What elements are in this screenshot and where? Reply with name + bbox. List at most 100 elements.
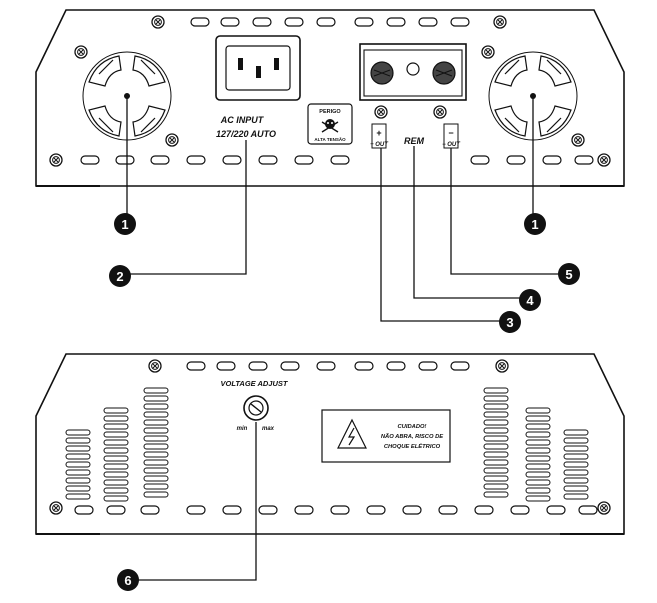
screw-icon — [493, 15, 507, 29]
knob-max-label: max — [262, 426, 275, 432]
top-vent-slots — [186, 361, 470, 371]
vent-slot — [65, 453, 91, 460]
svg-text:4: 4 — [526, 293, 534, 308]
vent-slot — [563, 429, 589, 436]
svg-text:6: 6 — [124, 573, 131, 588]
vent-slot — [483, 427, 509, 434]
heatsink-vents — [65, 387, 589, 502]
vent-slot — [563, 437, 589, 444]
callout-voltage-adjust: 6 — [117, 569, 139, 591]
callout-fan-left: 1 — [114, 213, 136, 235]
vent-slot — [65, 437, 91, 444]
out-negative-label: − − OUT — [442, 123, 461, 149]
vent-slot — [143, 403, 169, 410]
callout-out-negative: 5 — [558, 263, 580, 285]
vent-slot — [103, 431, 129, 438]
vent-slot — [103, 479, 129, 486]
svg-text:CUIDADO!: CUIDADO! — [398, 424, 427, 430]
screw-icon — [49, 153, 63, 167]
vent-slot — [103, 423, 129, 430]
ac-input-range-label: 127/220 AUTO — [216, 129, 276, 139]
high-voltage-icon — [337, 418, 367, 449]
vent-slot — [143, 475, 169, 482]
vent-slot — [563, 469, 589, 476]
vent-slot — [525, 471, 551, 478]
screw-icon — [597, 501, 611, 515]
vent-slot — [103, 455, 129, 462]
screw-icon — [49, 501, 63, 515]
leader-lines-bottom — [138, 422, 257, 581]
vent-slot — [483, 483, 509, 490]
vent-slot — [483, 419, 509, 426]
vent-slot — [103, 407, 129, 414]
screw-icon — [148, 359, 162, 373]
vent-slot — [525, 495, 551, 502]
vent-slot — [525, 407, 551, 414]
danger-title: PERIGO — [319, 109, 341, 115]
vent-slot — [563, 493, 589, 500]
vent-slot — [103, 415, 129, 422]
vent-slot — [483, 411, 509, 418]
vent-slot — [143, 451, 169, 458]
vent-slot — [103, 447, 129, 454]
svg-text:5: 5 — [565, 267, 572, 282]
vent-slot — [143, 427, 169, 434]
vent-slot — [103, 439, 129, 446]
danger-label: PERIGO ALTA TENSÃO — [307, 103, 353, 145]
vent-slot — [525, 415, 551, 422]
vent-slot — [143, 459, 169, 466]
vent-slot — [525, 487, 551, 494]
vent-slot — [143, 419, 169, 426]
svg-text:1: 1 — [531, 217, 538, 232]
vent-slot — [525, 463, 551, 470]
svg-text:+ OUT: + OUT — [370, 142, 389, 148]
vent-slot — [65, 461, 91, 468]
vent-slot — [525, 431, 551, 438]
vent-slot — [483, 403, 509, 410]
vent-slot — [143, 435, 169, 442]
vent-slot — [525, 439, 551, 446]
vent-slot — [563, 477, 589, 484]
callout-out-positive: 3 — [499, 311, 521, 333]
vent-slot — [483, 451, 509, 458]
voltage-adjust-knob[interactable] — [243, 395, 269, 421]
vent-slot — [563, 485, 589, 492]
vent-slot — [563, 461, 589, 468]
vent-slot — [483, 491, 509, 498]
leader-lines-top — [126, 98, 564, 322]
svg-text:3: 3 — [506, 315, 513, 330]
vent-slot — [143, 491, 169, 498]
svg-text:2: 2 — [116, 269, 123, 284]
rem-label: REM — [404, 136, 425, 146]
vent-slot — [143, 395, 169, 402]
svg-text:−: − — [448, 128, 453, 138]
shock-warning-label: CUIDADO! NÃO ABRA, RISCO DE CHOQUE ELÉTR… — [321, 409, 451, 463]
svg-text:+: + — [376, 128, 381, 138]
ac-input-label: AC INPUT — [220, 115, 265, 125]
vent-slot — [483, 443, 509, 450]
voltage-adjust-label: VOLTAGE ADJUST — [221, 379, 289, 388]
vent-slot — [65, 469, 91, 476]
bottom-vent-slots — [80, 155, 594, 165]
vent-slot — [563, 453, 589, 460]
vent-slot — [143, 467, 169, 474]
vent-slot — [65, 493, 91, 500]
vent-slot — [103, 495, 129, 502]
vent-slot — [525, 447, 551, 454]
danger-subtitle: ALTA TENSÃO — [314, 136, 346, 142]
vent-slot — [483, 395, 509, 402]
callout-fan-right: 1 — [524, 213, 546, 235]
ac-input-socket — [215, 35, 301, 101]
svg-text:NÃO ABRA, RISCO DE: NÃO ABRA, RISCO DE — [381, 433, 444, 440]
screw-icon — [597, 153, 611, 167]
screw-icon — [151, 15, 165, 29]
vent-slot — [483, 387, 509, 394]
vent-slot — [65, 445, 91, 452]
vent-slot — [143, 411, 169, 418]
bottom-vent-slots — [74, 505, 598, 515]
vent-slot — [483, 435, 509, 442]
screw-icon — [495, 359, 509, 373]
top-panel: AC INPUT 127/220 AUTO PERIGO ALTA TENSÃO — [35, 9, 625, 187]
bottom-panel: VOLTAGE ADJUST min max CUIDADO! NÃO ABRA… — [35, 353, 625, 535]
